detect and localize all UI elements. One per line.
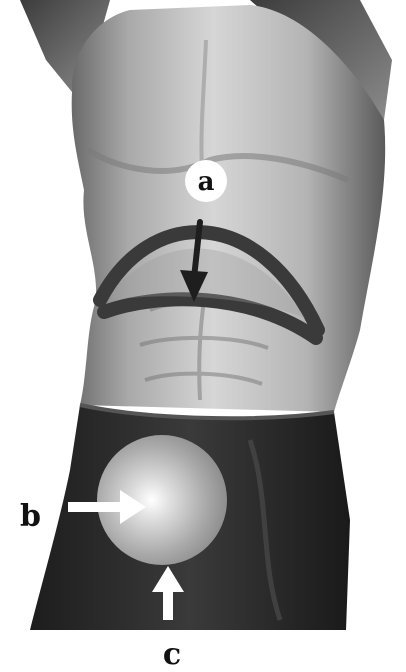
torso xyxy=(72,5,386,412)
label-c: c xyxy=(163,637,181,672)
highlight-sphere xyxy=(97,435,227,565)
label-a: a xyxy=(198,167,215,197)
label-b: b xyxy=(20,499,41,534)
label-a-marker: a xyxy=(185,160,227,202)
